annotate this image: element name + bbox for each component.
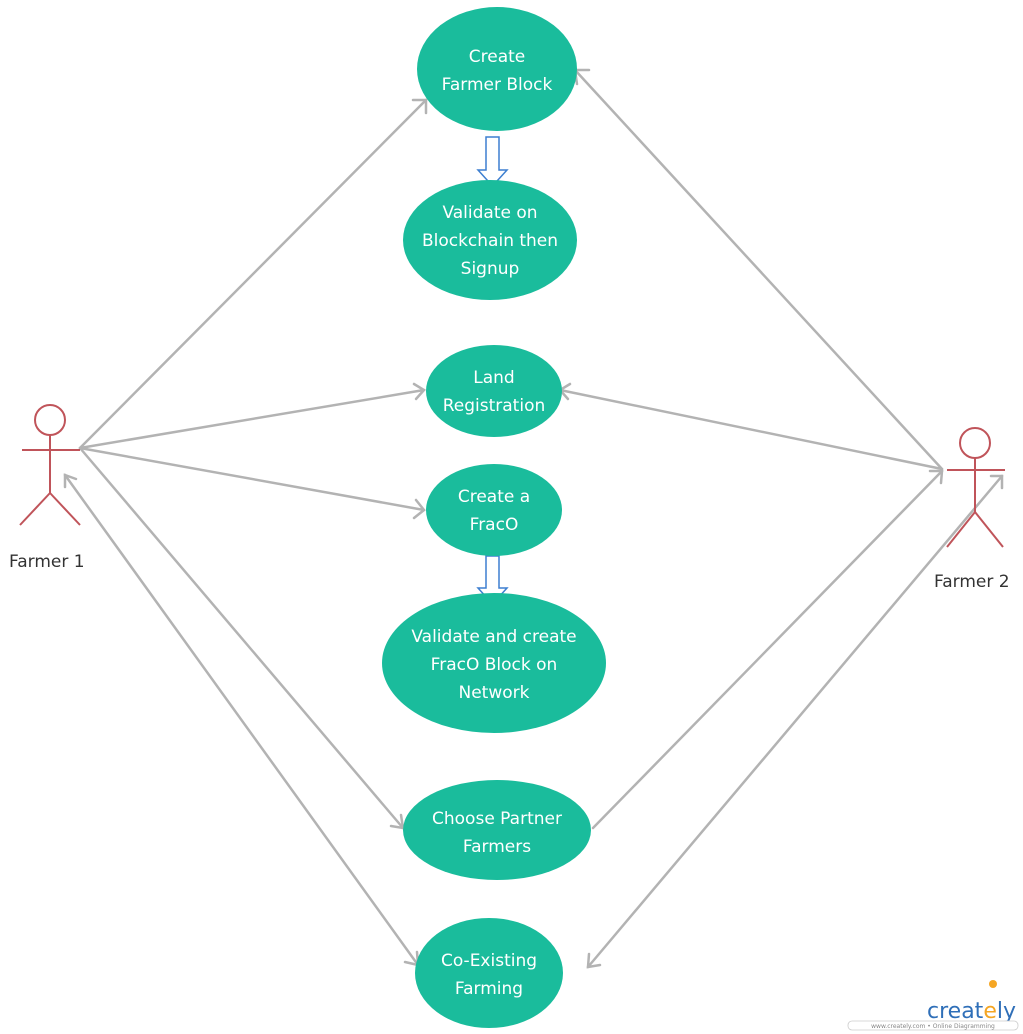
assoc-farmer1-choose-partner [78,446,405,830]
use-case-label-line: Farming [455,979,523,999]
assoc-farmer2-co-existing [586,474,1004,969]
use-case-label-line: Validate and create [411,627,576,647]
use-case-validate-signup[interactable]: Validate on Blockchain then Signup [403,180,577,300]
include-arrow-farmer-block-to-validate [476,136,509,188]
use-case-label-line: FracO [470,515,519,535]
use-case-label-line: Validate on [442,203,537,223]
use-case-label-line: Create a [458,487,530,507]
actor-label-farmer-2: Farmer 2 [934,572,1010,592]
arrowhead-land-registration-left [412,382,426,401]
assoc-farmer2-create-farmer-block [573,68,944,471]
arrowhead-farmer2-from-choose-partner [928,469,944,485]
creately-tagline: www.creately.com • Online Diagramming [871,1023,995,1030]
assoc-coexisting-farmer1 [63,473,420,967]
use-case-label-line: Signup [461,259,520,279]
assoc-choose-partner-farmer2 [591,469,944,830]
actor-head [959,427,991,459]
actor-leg-right [974,511,1004,548]
use-case-label-line: Registration [443,396,546,416]
assoc-farmer1-create-farmer-block [78,98,428,450]
use-case-label-line: FracO Block on [431,655,558,675]
assoc-farmer2-land-registration [558,388,944,471]
use-case-land-registration[interactable]: Land Registration [426,345,562,437]
assoc-farmer1-land-registration [78,388,426,450]
arrowhead-farmer1-bottom [63,473,78,489]
tagline-box [847,1020,1019,1031]
include-arrows [476,136,509,606]
use-case-choose-partner[interactable]: Choose Partner Farmers [403,780,591,880]
actor-farmer-1[interactable] [19,404,81,526]
use-case-create-farmer-block[interactable]: Create Farmer Block [417,7,577,131]
lightbulb-icon [989,980,997,988]
arrowhead-co-existing-right [586,952,602,969]
use-case-label-line: Co-Existing [441,951,537,971]
actor-head [34,404,66,436]
assoc-farmer1-create-fraco [78,446,426,512]
actor-leg-right [49,492,81,526]
use-case-label-line: Blockchain then [422,231,558,251]
use-case-label-line: Choose Partner [432,809,562,829]
arrowhead-create-fraco-left [412,498,426,520]
use-case-label-line: Farmers [463,837,531,857]
arrowhead-create-farmer-block-left [411,98,428,115]
use-case-label-line: Create [469,47,526,67]
creately-logo: creately [927,999,1016,1024]
actor-farmer-2[interactable] [946,427,1005,548]
use-case-label-line: Network [459,683,530,703]
use-case-label-line: Land [473,368,514,388]
use-case-validate-fraco[interactable]: Validate and create FracO Block on Netwo… [382,593,606,733]
actor-leg-left [19,492,51,526]
creately-watermark[interactable]: creately www.creately.com • Online Diagr… [847,980,1019,1031]
use-case-co-existing[interactable]: Co-Existing Farming [415,918,563,1028]
actor-leg-left [946,511,976,548]
use-case-create-fraco[interactable]: Create a FracO [426,464,562,556]
arrowhead-choose-partner-left [389,813,405,830]
actor-label-farmer-1: Farmer 1 [9,552,85,572]
use-case-label-line: Farmer Block [442,75,553,95]
arrowhead-farmer2-right [989,474,1004,490]
